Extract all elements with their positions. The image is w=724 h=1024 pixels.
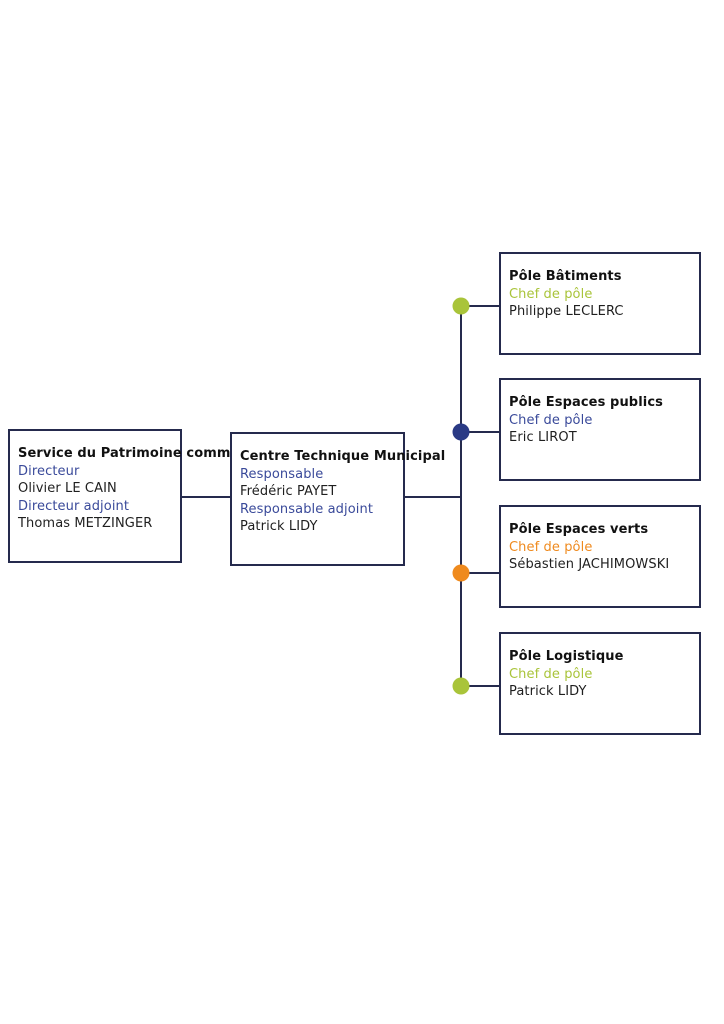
box-pole-espaces-verts: Pôle Espaces verts Chef de pôle Sébastie… xyxy=(499,505,701,608)
pole-role: Chef de pôle xyxy=(509,666,593,682)
box-pole-logistique: Pôle Logistique Chef de pôle Patrick LID… xyxy=(499,632,701,735)
pole-role: Chef de pôle xyxy=(509,286,593,302)
box-pole-batiments: Pôle Bâtiments Chef de pôle Philippe LEC… xyxy=(499,252,701,355)
ctm-title: Centre Technique Municipal xyxy=(240,449,446,464)
service-name-directeur-adjoint: Thomas METZINGER xyxy=(18,516,153,531)
pole-title: Pôle Bâtiments xyxy=(509,269,622,284)
pole-name: Sébastien JACHIMOWSKI xyxy=(509,557,670,572)
ctm-name-responsable: Frédéric PAYET xyxy=(240,484,337,499)
pole-role: Chef de pôle xyxy=(509,539,593,555)
service-role-directeur-adjoint: Directeur adjoint xyxy=(18,498,130,514)
pole-title: Pôle Espaces publics xyxy=(509,395,663,410)
service-role-directeur: Directeur xyxy=(18,463,80,479)
pole-name: Patrick LIDY xyxy=(509,684,587,699)
pole-title: Pôle Logistique xyxy=(509,649,624,664)
dot-pole-batiments xyxy=(452,297,470,315)
pole-name: Eric LIROT xyxy=(509,430,577,445)
box-pole-espaces-publics: Pôle Espaces publics Chef de pôle Eric L… xyxy=(499,378,701,481)
pole-role: Chef de pôle xyxy=(509,412,593,428)
ctm-role-responsable: Responsable xyxy=(240,466,324,482)
box-centre-technique-municipal: Centre Technique Municipal Responsable F… xyxy=(230,432,446,566)
service-name-directeur: Olivier LE CAIN xyxy=(18,481,117,496)
ctm-role-responsable-adjoint: Responsable adjoint xyxy=(240,501,374,517)
dot-pole-logistique xyxy=(452,677,470,695)
service-title: Service du Patrimoine communal xyxy=(18,446,263,461)
box-service-patrimoine: Service du Patrimoine communal Directeur… xyxy=(8,429,263,563)
dot-pole-espaces-verts xyxy=(452,564,470,582)
ctm-name-responsable-adjoint: Patrick LIDY xyxy=(240,519,318,534)
dot-pole-espaces-publics xyxy=(452,423,470,441)
pole-name: Philippe LECLERC xyxy=(509,304,624,319)
pole-title: Pôle Espaces verts xyxy=(509,522,649,537)
